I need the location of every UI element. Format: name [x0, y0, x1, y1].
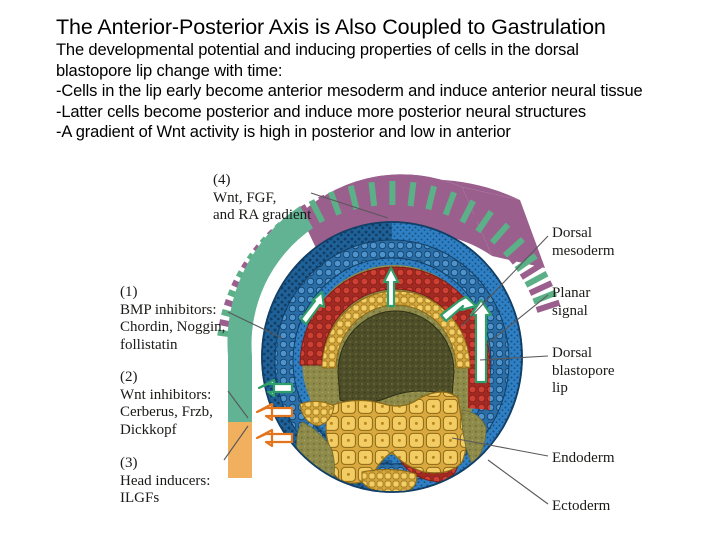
arrow-up-center [382, 266, 400, 308]
label-4-line-1: Wnt, FGF, [213, 189, 277, 206]
gradient-stripe [378, 181, 387, 206]
gradient-stripe [496, 229, 518, 251]
gradient-stripe [519, 261, 544, 280]
label-2-line-3: Dickkopf [120, 421, 177, 438]
label-planar-signal: Planar signal [552, 285, 590, 320]
label-3-line-1: Head inducers: [120, 472, 211, 489]
gradient-stripe [502, 237, 525, 258]
label-dorsal-mesoderm: Dorsal mesoderm [552, 225, 614, 260]
gradient-stripe [467, 204, 486, 229]
green-signal-arrows [257, 266, 493, 398]
leader-planar-signal [485, 294, 549, 346]
gradient-stripe [308, 199, 326, 224]
gradient-stripe [398, 181, 406, 206]
slide-text-block: The Anterior-Posterior Axis is Also Coup… [56, 14, 720, 143]
label-1-line-1: BMP inhibitors: [120, 301, 217, 318]
page-title: The Anterior-Posterior Axis is Also Coup… [56, 15, 606, 39]
gradient-stripe [416, 183, 427, 209]
gradient-stripe [327, 190, 342, 216]
label-4-line-2: and RA gradient [213, 207, 312, 223]
leader-endoderm [451, 437, 549, 457]
label-3-head-inducers: (3) Head inducers: ILGFs [120, 455, 210, 508]
gradient-stripe [425, 185, 437, 211]
label-planar-signal-line-2: signal [552, 302, 588, 319]
body-line-2: blastopore lip change with time: [56, 61, 283, 80]
gradient-stripe [318, 194, 334, 220]
gradient-stripe [442, 191, 457, 216]
label-1-number: (1) [120, 284, 138, 300]
body-line-1: The developmental potential and inducing… [56, 41, 579, 59]
label-2-line-1: Wnt inhibitors: [120, 386, 212, 403]
label-2-line-2: Cerberus, Frzb, [120, 404, 213, 420]
gradient-stripe [475, 210, 494, 234]
orange-signal-arrows [255, 402, 294, 448]
embryo-diagram: (4) Wnt, FGF, and RA gradient (1) BMP in… [0, 160, 720, 540]
label-2-wnt-inhibitors: (2) Wnt inhibitors: Cerberus, Frzb, Dick… [120, 369, 213, 439]
label-3-line-2: ILGFs [120, 490, 160, 506]
gradient-stripe [451, 195, 467, 220]
inhibitor-gradient-band [227, 206, 313, 478]
label-4-wnt-fgf-ra-gradient: (4) Wnt, FGF, and RA gradient [213, 172, 311, 225]
arrow-left-orange-2 [255, 428, 294, 448]
body-line-4: -Latter cells become posterior and induc… [56, 102, 586, 121]
label-planar-signal-line-1: Planar [552, 285, 591, 301]
gradient-stripe [482, 216, 503, 239]
label-dorsal-blastopore-lip: Dorsal blastopore lip [552, 345, 614, 398]
leader-bmp [227, 311, 283, 339]
embryo-diagram-svg [217, 174, 561, 505]
gradient-stripe [524, 271, 549, 288]
label-dbl-line-1: Dorsal [552, 345, 592, 361]
label-ectoderm: Ectoderm [552, 498, 610, 516]
gradient-stripe [368, 181, 378, 207]
gradient-stripe [528, 280, 553, 296]
leader-head-inducers [223, 425, 249, 461]
label-3-number: (3) [120, 455, 138, 471]
gradient-stripe [299, 204, 318, 228]
arrow-left-green [257, 378, 294, 398]
leader-dorsal-blastopore-lip [479, 355, 549, 361]
label-1-line-2: Chordin, Noggin, [120, 319, 226, 335]
leader-wnt-inh [227, 390, 249, 419]
label-2-number: (2) [120, 369, 138, 385]
gradient-stripe [358, 183, 369, 208]
leader-gradient [310, 192, 389, 219]
gradient-stripe [434, 188, 448, 213]
label-dbl-line-2: blastopore [552, 362, 615, 379]
arrow-left-orange-1 [255, 402, 294, 422]
body-line-3: -Cells in the lip early become anterior … [56, 82, 643, 100]
gradient-stripe [535, 299, 561, 313]
label-1-bmp-inhibitors: (1) BMP inhibitors: Chordin, Noggin, fol… [120, 284, 225, 354]
label-dorsal-mesoderm-line-1: Dorsal [552, 225, 592, 241]
label-1-line-3: follistatin [120, 336, 178, 353]
embryo-cross-section [261, 221, 523, 493]
gradient-stripe [489, 222, 511, 245]
leader-ectoderm [487, 459, 549, 505]
leader-dorsal-mesoderm [461, 235, 549, 327]
gradient-stripe [509, 245, 532, 265]
gradient-stripe [347, 185, 360, 210]
arrow-up-right [439, 295, 478, 323]
label-4-number: (4) [213, 172, 231, 188]
arrow-up-left [299, 290, 326, 326]
leader-lines [223, 192, 549, 505]
label-dorsal-mesoderm-line-2: mesoderm [552, 242, 615, 259]
arrow-planar-signal [469, 298, 493, 384]
label-dbl-line-3: lip [552, 380, 568, 396]
gradient-stripe [407, 181, 417, 207]
label-endoderm: Endoderm [552, 450, 614, 468]
label-endoderm-line-1: Endoderm [552, 450, 615, 466]
label-ectoderm-line-1: Ectoderm [552, 498, 611, 514]
body-line-5: -A gradient of Wnt activity is high in p… [56, 123, 511, 141]
gradient-stripe [514, 253, 538, 273]
gradient-stripe [459, 199, 476, 224]
gradient-stripe [337, 187, 351, 213]
